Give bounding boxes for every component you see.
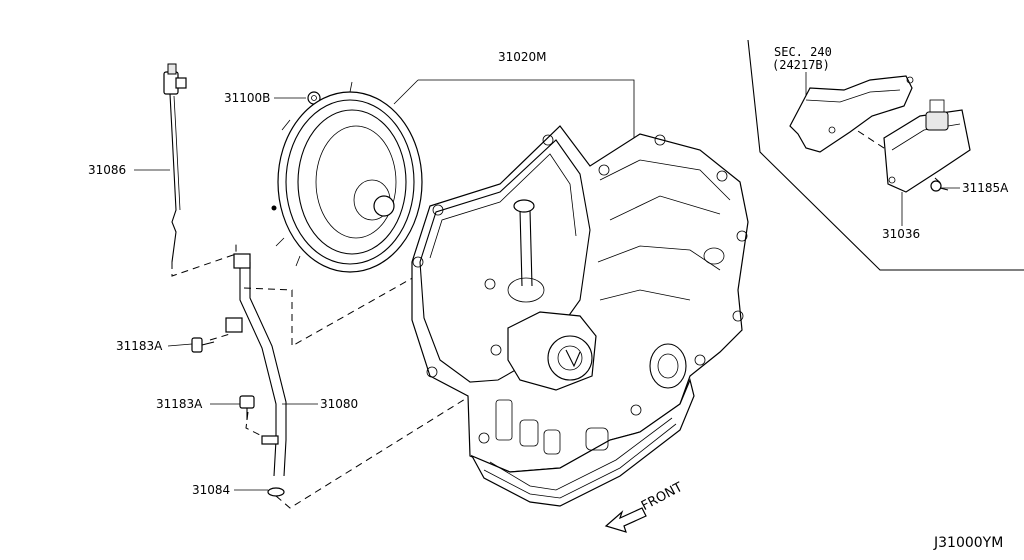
- o-ring-31084: [267, 487, 285, 497]
- part-label-31185A: 31185A: [962, 181, 1009, 195]
- part-label-31183A-upper: 31183A: [116, 339, 163, 353]
- leader-lines: [134, 72, 960, 491]
- bolt-31183A-lower: [239, 395, 255, 420]
- bolt-31185A: [930, 180, 949, 192]
- part-label-31084: 31084: [192, 483, 231, 497]
- diagram-id: J31000YM: [934, 535, 1004, 551]
- transmission-housing: [411, 125, 749, 507]
- part-label-31183A-lower: 31183A: [156, 397, 203, 411]
- part-label-31080: 31080: [320, 397, 359, 411]
- bracket-sec240: [789, 75, 914, 153]
- bolt-31183A-upper: [191, 337, 215, 353]
- part-label-31020M: 31020M: [498, 50, 547, 64]
- inset-frame: [747, 39, 1024, 271]
- torque-converter: [271, 81, 423, 273]
- control-module-31036: [883, 99, 971, 193]
- front-arrow: [604, 507, 647, 533]
- part-label-31100B: 31100B: [224, 91, 271, 105]
- dipstick-tube-31080: [225, 253, 287, 477]
- sensor-31086: [163, 63, 187, 263]
- section-ref-line1: SEC. 240: [774, 45, 832, 59]
- section-ref-line2: (24217B): [772, 58, 830, 72]
- part-label-31036: 31036: [882, 227, 921, 241]
- part-label-31086: 31086: [88, 163, 127, 177]
